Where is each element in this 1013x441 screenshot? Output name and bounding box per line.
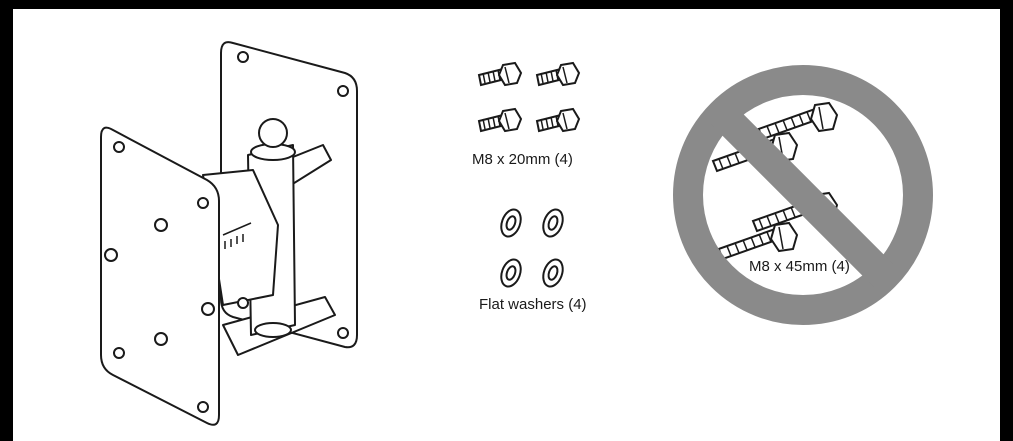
no-symbol-icon (673, 65, 933, 325)
hex-bolt-icon (752, 102, 838, 142)
parts-panel: M8 x 20mm (4) Flat washers (4) (13, 9, 1000, 441)
hex-bolt-icon (478, 108, 522, 132)
hex-bolt-icon (478, 62, 522, 86)
long-bolt-group (673, 65, 933, 325)
hex-bolt-icon (536, 108, 580, 132)
hex-bolt-icon (536, 62, 580, 86)
flat-washer-icon (496, 205, 526, 241)
flat-washer-icon (496, 255, 526, 291)
flat-washer-icon (538, 255, 568, 291)
washer-label: Flat washers (4) (479, 296, 587, 313)
long-bolt-label: M8 x 45mm (4) (749, 258, 850, 275)
wall-bracket-drawing (100, 41, 358, 426)
flat-washer-icon (538, 205, 568, 241)
hex-bolt-icon (712, 222, 798, 262)
short-bolt-label: M8 x 20mm (4) (472, 151, 573, 168)
washer-group (496, 205, 568, 291)
short-bolt-group (478, 62, 580, 132)
